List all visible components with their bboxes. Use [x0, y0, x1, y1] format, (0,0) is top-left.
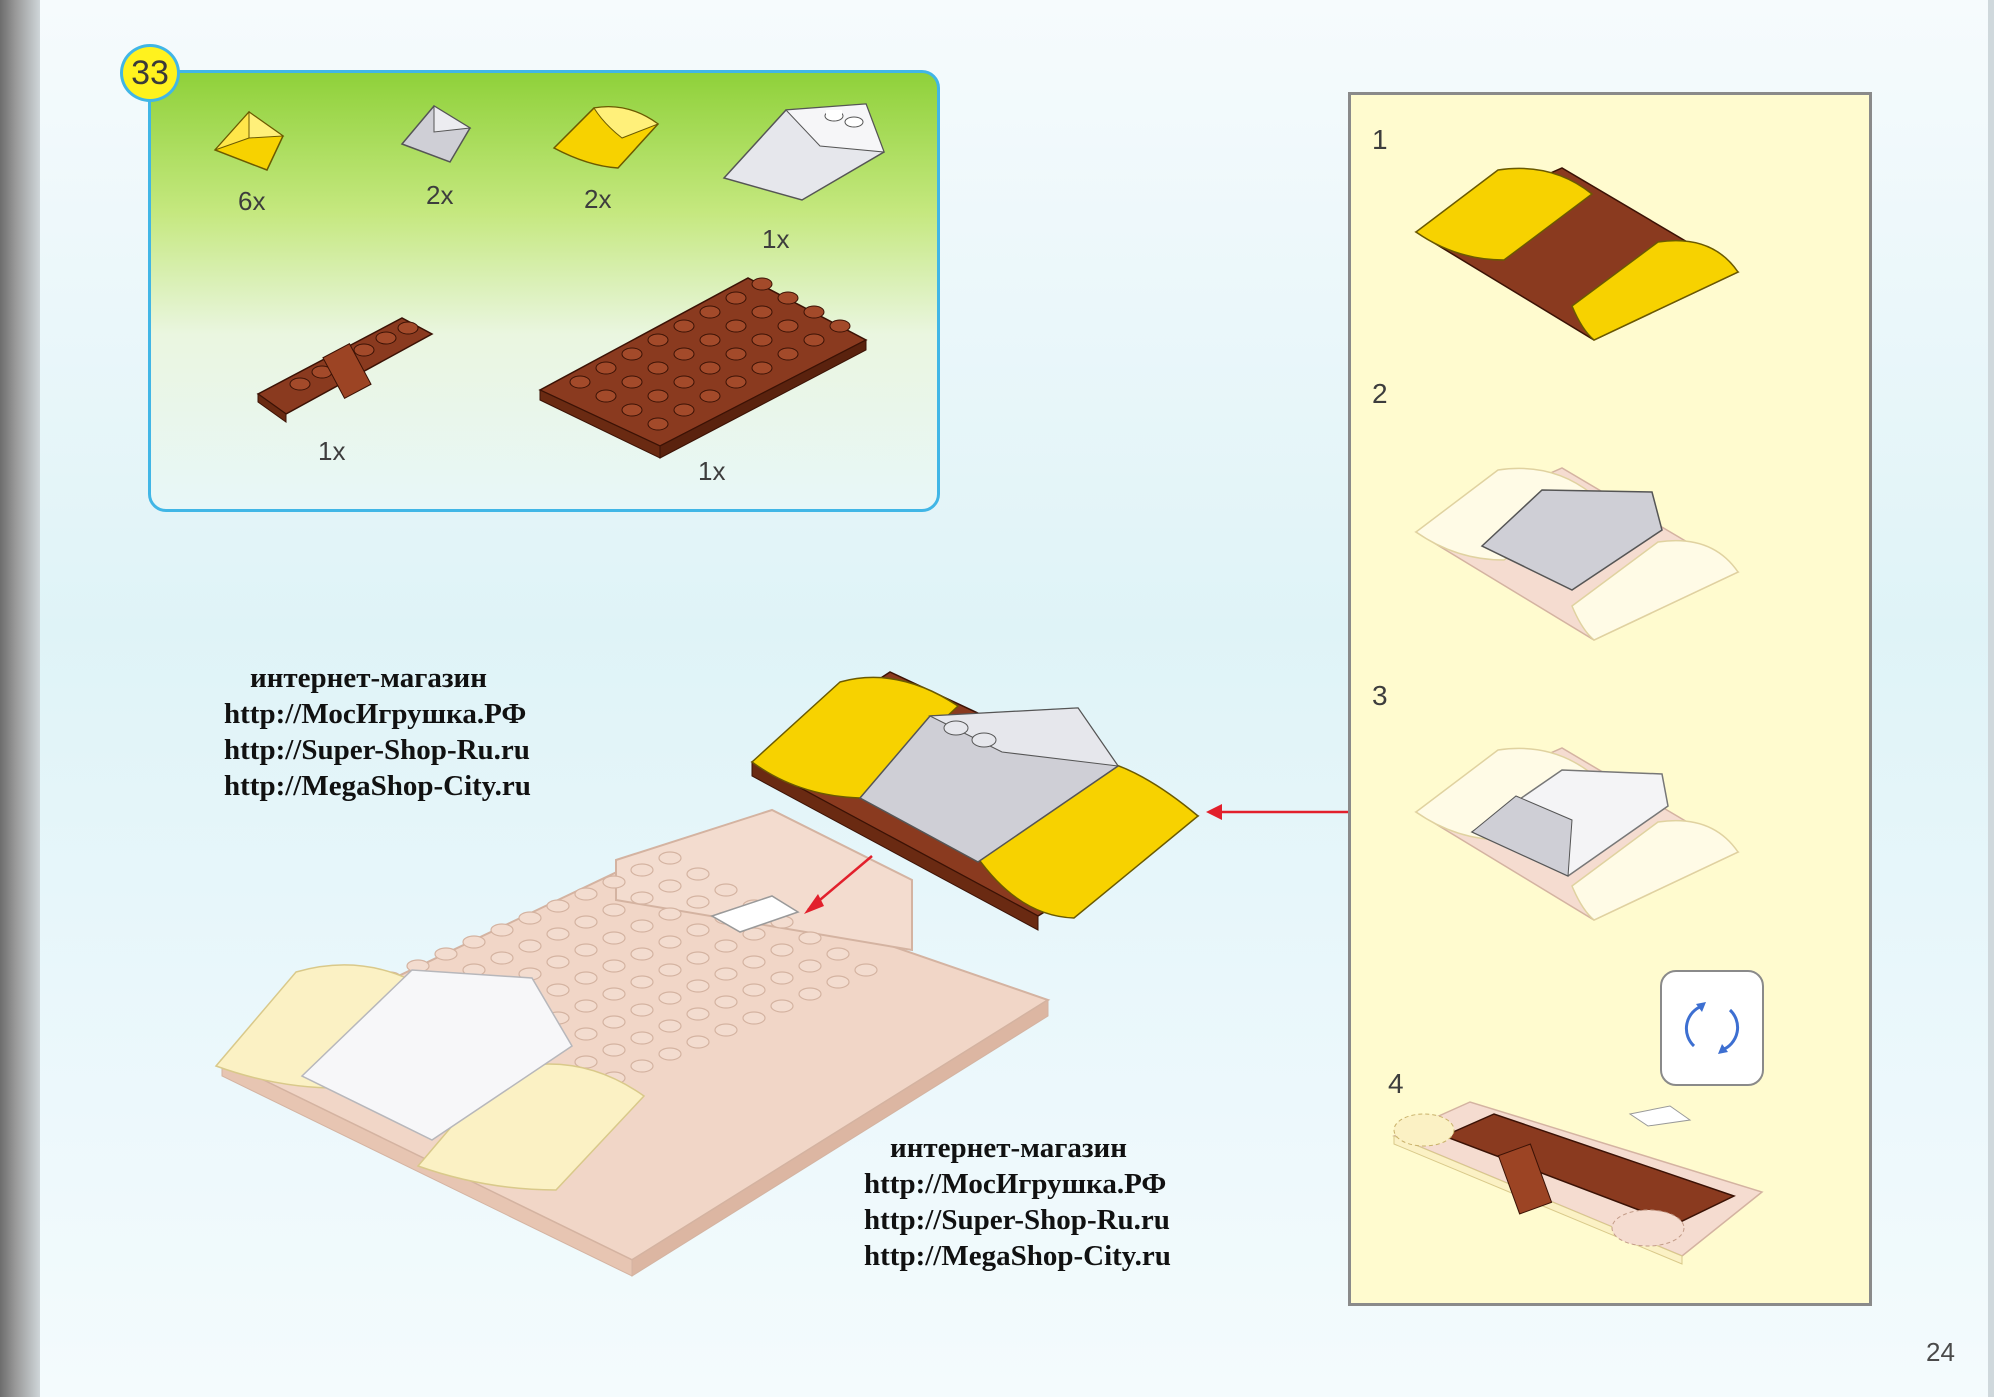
watermark-line: http://MegaShop-City.ru: [224, 770, 531, 802]
step-number-badge: 33: [120, 44, 180, 102]
substep-3-image: [1414, 747, 1740, 921]
substep-number: 1: [1372, 124, 1388, 155]
arrow-icon: [804, 855, 873, 914]
part-qty: 2x: [426, 180, 454, 210]
watermark-line: интернет-магазин: [890, 1132, 1127, 1164]
part-qty: 1x: [762, 224, 790, 254]
watermark-line: http://Super-Shop-Ru.ru: [224, 734, 530, 766]
part-qty: 2x: [584, 184, 612, 214]
arrow-icon: [1206, 804, 1350, 820]
watermark-line: http://МосИгрушка.РФ: [864, 1168, 1167, 1200]
part-qty: 6x: [238, 186, 266, 216]
book-spine-shadow: [0, 0, 40, 1397]
main-assembly-base: [214, 808, 1051, 1277]
watermark-block-top: интернет-магазин http://МосИгрушка.РФ ht…: [224, 660, 531, 804]
part-qty: 1x: [698, 456, 726, 486]
page-number: 24: [1926, 1337, 1955, 1367]
substep-1-image: [1414, 167, 1740, 341]
part-white-wedge: [722, 103, 885, 201]
watermark-line: интернет-магазин: [250, 662, 487, 694]
watermark-line: http://МосИгрушка.РФ: [224, 698, 527, 730]
part-qty: 1x: [318, 436, 346, 466]
watermark-block-bottom: интернет-магазин http://МосИгрушка.РФ ht…: [864, 1130, 1171, 1274]
part-yellow-slope-small: [213, 110, 285, 171]
substep-2-image: [1414, 467, 1740, 641]
substep-number: 3: [1372, 680, 1388, 711]
subassembly-colored: [750, 671, 1200, 931]
page-right-edge: [1988, 0, 1994, 1397]
substep-number: 2: [1372, 378, 1388, 409]
substep-number: 4: [1388, 1068, 1404, 1099]
part-yellow-curved-slope: [552, 105, 660, 169]
part-brown-hinge-plate: [256, 317, 434, 423]
watermark-line: http://Super-Shop-Ru.ru: [864, 1204, 1170, 1236]
step-number: 33: [131, 53, 169, 92]
part-gray-slope-small: [400, 105, 472, 163]
part-brown-plate-4x8: [538, 277, 868, 459]
rotate-indicator: [1660, 970, 1764, 1086]
watermark-line: http://MegaShop-City.ru: [864, 1240, 1171, 1272]
substep-4-image: [1392, 1101, 1764, 1265]
rotate-icon: [1684, 1002, 1740, 1054]
